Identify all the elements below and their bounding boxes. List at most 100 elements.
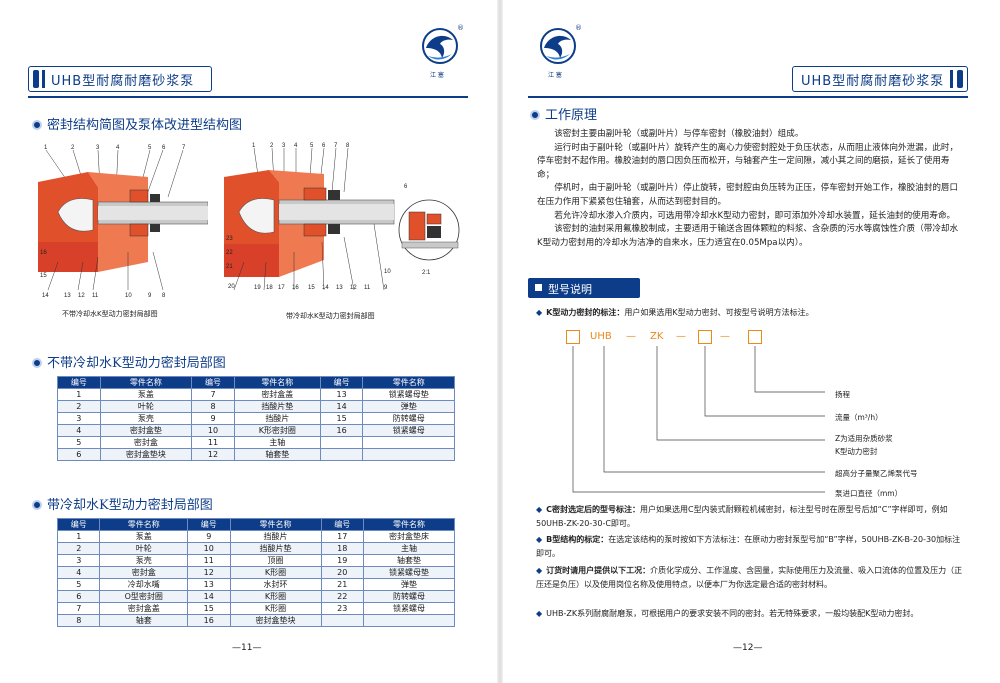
svg-text:14: 14 <box>42 293 49 299</box>
part-number-cell: 7 <box>191 388 235 401</box>
part-name-cell: 挡酸片垫 <box>229 542 322 555</box>
part-number-cell <box>320 614 364 627</box>
part-number-cell: 4 <box>57 424 101 437</box>
c-seal-note: ◆C密封选定后的型号标注：用户如果选用C型内装式耐颗粒机械密封，标注型号时在原型… <box>536 503 966 531</box>
part-name-cell: 顶圈 <box>229 554 322 567</box>
part-number-cell: 11 <box>187 554 231 567</box>
principle-text: 该密封主要由副叶轮（或副叶片）与停车密封（橡胶油封）组成。 运行时由于副叶轮（或… <box>537 128 962 250</box>
part-number-cell: 16 <box>319 424 364 437</box>
diamond-bullet-icon: ◆ <box>536 535 543 544</box>
part-name-cell: 泵盖 <box>99 530 189 543</box>
section-title-model: 型号说明 <box>548 283 592 296</box>
left-page: ® 江 塞 UHB型耐腐耐磨砂浆泵 密封结构简图及泵体改进型结构图 <box>28 24 468 653</box>
svg-text:15: 15 <box>308 285 315 291</box>
section-title-text: 不带冷却水K型动力密封局部图 <box>47 356 226 371</box>
page-number-right: —12— <box>733 643 763 653</box>
table-header-cell: 编号 <box>187 518 231 531</box>
table-header-cell: 零件名称 <box>233 376 321 389</box>
drawing1-caption: 不带冷却水K型动力密封局部图 <box>62 310 158 318</box>
diamond-bullet-icon: ◆ <box>536 566 543 575</box>
svg-text:21: 21 <box>226 264 233 270</box>
part-name-cell: O型密封圈 <box>99 590 189 603</box>
c-seal-label: C密封选定后的型号标注： <box>546 505 641 514</box>
banner-bar <box>33 70 39 88</box>
part-name-cell: 轴套 <box>99 614 189 627</box>
header-banner: UHB型耐腐耐磨砂浆泵 <box>792 66 968 92</box>
svg-text:12: 12 <box>350 285 357 291</box>
svg-text:7: 7 <box>182 145 186 151</box>
svg-text:6: 6 <box>162 145 166 151</box>
section-bullet-icon <box>32 500 42 510</box>
part-number-cell: 22 <box>320 590 364 603</box>
section-bullet-icon <box>32 120 42 130</box>
page-gutter <box>497 0 503 683</box>
part-name-cell: 密封盒垫床 <box>362 530 456 543</box>
svg-text:9: 9 <box>384 285 388 291</box>
svg-text:11: 11 <box>364 285 371 291</box>
table-header-row: 编号零件名称编号零件名称编号零件名称 <box>56 518 456 531</box>
svg-text:2: 2 <box>71 145 75 151</box>
part-name-cell: 弹垫 <box>362 400 455 413</box>
order-note: ◆订货时请用户提供以下工况：介质化学成分、工作温度、含固量，实际使用压力及流量、… <box>536 564 966 592</box>
part-name-cell: K形圈 <box>229 602 322 615</box>
part-name-cell: 泵盖 <box>99 388 193 401</box>
table-header-cell: 编号 <box>319 376 364 389</box>
svg-text:13: 13 <box>336 285 343 291</box>
section-bullet-icon <box>32 358 42 368</box>
legend-head: 扬程 <box>835 390 850 399</box>
svg-text:14: 14 <box>322 285 329 291</box>
header-rule <box>528 96 968 98</box>
part-name-cell <box>362 448 455 461</box>
table-header-cell: 编号 <box>57 376 101 389</box>
part-name-cell: 密封盒垫 <box>99 424 193 437</box>
section-bullet-icon <box>530 110 540 120</box>
diamond-bullet-icon: ◆ <box>536 505 543 514</box>
b-struct-text: 在选定该结构的泵时按如下方法标注：在原动力密封泵型号加“B”字样，50UHB-Z… <box>536 535 961 558</box>
legend-diameter: 泵进口直径（mm） <box>835 489 903 498</box>
header-title: UHB型耐腐耐磨砂浆泵 <box>51 74 195 89</box>
part-number-cell: 3 <box>56 554 101 567</box>
table-header-cell: 编号 <box>191 376 235 389</box>
part-number-cell: 9 <box>187 530 231 543</box>
table-header-cell: 编号 <box>320 518 364 531</box>
part-name-cell: 水封环 <box>229 578 322 591</box>
b-struct-label: B型结构的标定： <box>546 535 609 544</box>
diamond-bullet-icon: ◆ <box>536 609 543 618</box>
part-number-cell: 5 <box>56 578 101 591</box>
right-page: ® 江 塞 UHB型耐腐耐磨砂浆泵 <box>500 0 1000 683</box>
part-name-cell: 挡酸片 <box>229 530 322 543</box>
c-seal-text: 用户如果选用C型内装式耐颗粒机械密封，标注型号时在原型号后加“C”字样即可，例如… <box>536 505 948 528</box>
square-bullet-icon <box>535 284 542 291</box>
part-number-cell: 4 <box>56 566 101 579</box>
code-dash: — <box>626 331 636 342</box>
svg-text:20: 20 <box>228 284 235 290</box>
part-number-cell: 18 <box>320 542 364 555</box>
svg-text:5: 5 <box>148 145 152 151</box>
page-number-left: —11— <box>232 643 262 653</box>
part-number-cell <box>319 448 364 461</box>
part-name-cell: K形圈 <box>229 566 322 579</box>
part-name-cell: 挡酸片垫 <box>233 400 321 413</box>
part-number-cell: 19 <box>320 554 364 567</box>
part-name-cell: 密封盒 <box>99 436 193 449</box>
svg-text:16: 16 <box>40 250 47 256</box>
part-number-cell: 11 <box>191 436 235 449</box>
order-label: 订货时请用户提供以下工况： <box>546 566 651 575</box>
code-box-diameter <box>566 330 580 344</box>
part-name-cell: 密封盒 <box>99 566 189 579</box>
svg-text:10: 10 <box>125 293 132 299</box>
part-number-cell: 14 <box>187 590 231 603</box>
header-title: UHB型耐腐耐磨砂浆泵 <box>801 74 945 89</box>
part-number-cell: 5 <box>57 436 101 449</box>
banner-bar-thin <box>950 70 953 88</box>
part-name-cell: 密封盒垫块 <box>99 448 193 461</box>
svg-text:6: 6 <box>404 184 408 190</box>
